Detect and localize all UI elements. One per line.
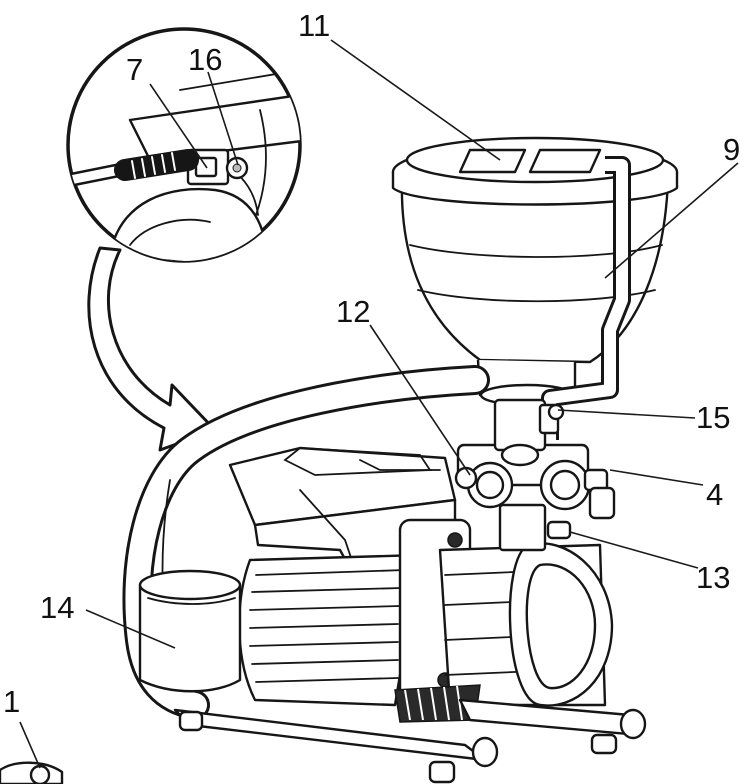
base-rails: [173, 698, 647, 784]
callout-7: 7: [126, 52, 143, 87]
hopper-bracket: [541, 156, 631, 440]
hose-fitting: [0, 761, 64, 784]
leader-4: [609, 469, 704, 486]
detail-inset: [66, 27, 302, 263]
motor: [238, 518, 614, 723]
callout-4: 4: [706, 477, 723, 512]
side-container: [138, 569, 242, 693]
callout-9: 9: [723, 132, 740, 167]
leader-13: [569, 531, 699, 569]
curved-arrow: [87, 246, 217, 452]
callout-labels: 11 9 7 16 12 15 4 13 14 1: [3, 8, 740, 719]
paint-hopper: [391, 136, 679, 407]
callout-15: 15: [696, 400, 730, 435]
leader-9: [604, 162, 739, 279]
leader-lines: [19, 39, 739, 769]
leader-1: [19, 721, 41, 769]
leader-11: [330, 39, 501, 161]
pump-manifold: [454, 398, 616, 552]
callout-13: 13: [696, 560, 730, 595]
callout-16: 16: [188, 42, 222, 77]
leader-15: [557, 409, 696, 419]
callout-14: 14: [40, 590, 74, 625]
leader-16: [207, 71, 239, 166]
leader-14: [85, 609, 176, 649]
callout-11: 11: [298, 8, 330, 43]
leader-12: [369, 324, 471, 476]
callout-12: 12: [336, 294, 370, 329]
leader-7: [149, 83, 208, 169]
callout-1: 1: [3, 684, 20, 719]
